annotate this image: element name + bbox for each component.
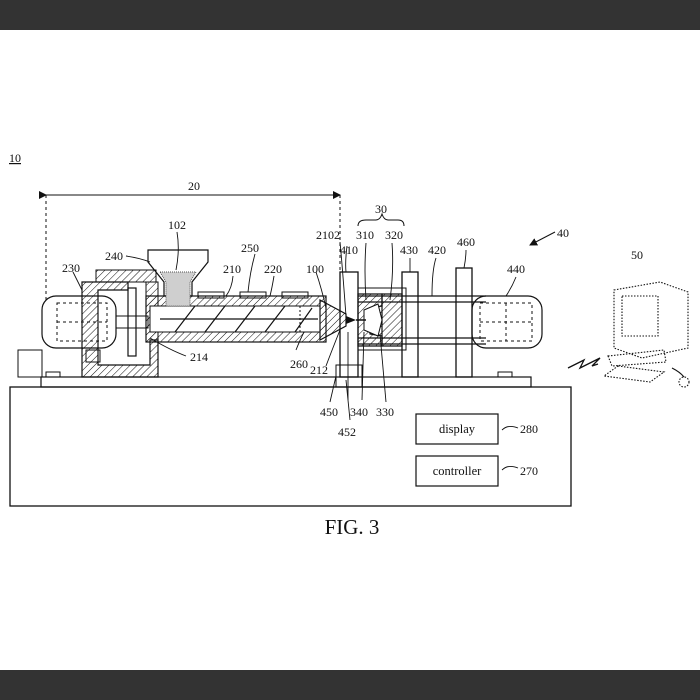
- leader-lines: [72, 231, 519, 471]
- label-check-ring: 260: [290, 357, 308, 371]
- controller-box-label: controller: [433, 464, 482, 478]
- label-injection-unit: 20: [188, 179, 200, 193]
- label-cylinder: 210: [223, 262, 241, 276]
- label-mold-fixed: 310: [356, 228, 374, 242]
- label-resin: 100: [306, 262, 324, 276]
- figure-caption: FIG. 3: [325, 515, 380, 539]
- bed-foot-left: [45, 371, 61, 378]
- label-drive: 230: [62, 261, 80, 275]
- label-system: 10: [9, 151, 21, 165]
- nozzle-tip: [346, 316, 356, 324]
- label-rear-platen: 460: [457, 235, 475, 249]
- label-movable-platen: 420: [428, 243, 446, 257]
- hopper-resin: [159, 271, 197, 307]
- label-cavity: 330: [376, 405, 394, 419]
- display-ref: 280: [520, 422, 538, 436]
- bed-foot-right: [497, 371, 513, 378]
- mold-cavity: [363, 303, 383, 337]
- label-clamping-unit: 40: [557, 226, 569, 240]
- heater-band-1: [197, 291, 225, 299]
- computer-icon: [602, 281, 690, 388]
- shaft-disc: [127, 287, 137, 357]
- wireless-link-icon: [567, 357, 601, 370]
- label-mold-movable: 320: [385, 228, 403, 242]
- heater-band-2: [239, 291, 267, 299]
- label-clamp-drive: 440: [507, 262, 525, 276]
- injection-housing: [81, 281, 159, 378]
- label-mold: 30: [375, 202, 387, 216]
- label-nozzle-tip: 2102: [316, 228, 340, 242]
- label-nozzle: 212: [310, 363, 328, 377]
- label-tie-bar: 430: [400, 243, 418, 257]
- mold-frame: [357, 287, 407, 351]
- controller-ref: 270: [520, 464, 538, 478]
- label-hopper: 240: [105, 249, 123, 263]
- tie-bars: [358, 295, 486, 345]
- brace-30: [357, 212, 405, 227]
- small-box-2: [85, 349, 101, 363]
- label-sensor: 450: [320, 405, 338, 419]
- clamp-drive: [471, 295, 543, 349]
- label-fixed-platen: 410: [340, 243, 358, 257]
- heater-band-3: [281, 291, 309, 299]
- label-sensor-sub: 452: [338, 425, 356, 439]
- label-heater: 250: [241, 241, 259, 255]
- rear-platen: [455, 267, 473, 378]
- label-hopper-resin: 102: [168, 218, 186, 232]
- arrow-40: [529, 231, 556, 246]
- display-box: [415, 413, 499, 445]
- label-computer: 50: [631, 248, 643, 262]
- bottom-frame-bar: [0, 670, 700, 700]
- drive-motor: [41, 295, 117, 349]
- label-sprue: 340: [350, 405, 368, 419]
- small-box-1: [17, 349, 43, 378]
- controller-box: [415, 455, 499, 487]
- label-screw: 220: [264, 262, 282, 276]
- screw-flights: [160, 305, 318, 333]
- screw-shaft: [115, 315, 149, 329]
- barrel-nozzle: [319, 298, 347, 342]
- housing-top: [95, 269, 157, 283]
- top-frame-bar: [0, 0, 700, 30]
- label-screw-shaft: 214: [190, 350, 208, 364]
- machine-base: [9, 386, 572, 507]
- display-box-label: display: [439, 422, 476, 436]
- machine-bed: [40, 376, 532, 388]
- hopper: [147, 249, 209, 297]
